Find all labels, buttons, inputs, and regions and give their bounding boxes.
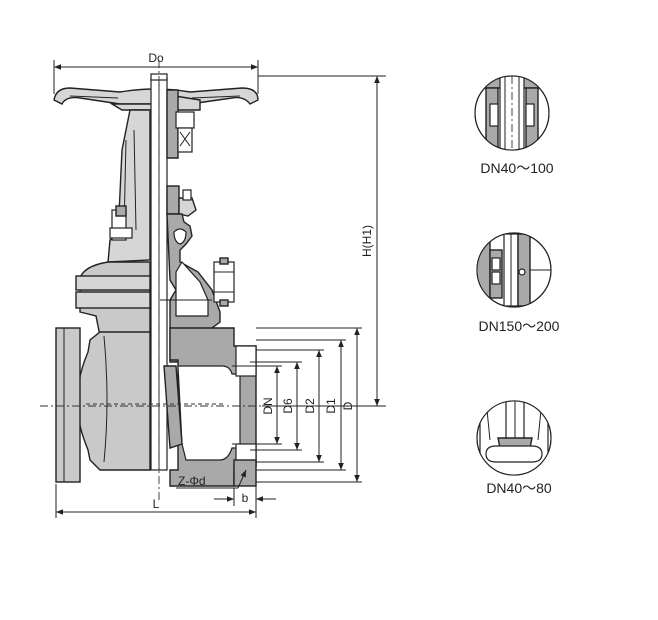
- valve-main-view: [40, 60, 266, 500]
- detail-caption-1: DN40～100: [480, 160, 553, 176]
- valve-body-exterior: [55, 327, 151, 483]
- yoke: [107, 109, 151, 263]
- dim-dn-label: DN: [261, 397, 275, 414]
- dim-h-label: H(H1): [360, 225, 374, 257]
- detail-dn40-80: [476, 400, 552, 476]
- dim-d2-label: D2: [303, 398, 317, 414]
- dim-zphid-label: Z-Φd: [178, 474, 206, 488]
- dim-d6-label: D6: [281, 398, 295, 414]
- dim-do-label: Do: [148, 51, 164, 65]
- detail-dn150-200: [476, 232, 552, 308]
- stem-nut: [166, 89, 197, 217]
- detail-dn40-100: [474, 75, 550, 151]
- bonnet-exterior: [75, 261, 212, 337]
- dim-d-label: D: [341, 401, 355, 410]
- detail-caption-2: DN150～200: [479, 318, 560, 334]
- dim-l-label: L: [153, 497, 160, 511]
- dimension-lines: [53, 60, 386, 518]
- detail-caption-3: DN40～80: [486, 480, 552, 496]
- bonnet-section: [166, 213, 235, 363]
- valve-body-section: [163, 327, 257, 487]
- dim-b-label: b: [242, 491, 249, 505]
- dim-d1-label: D1: [324, 398, 338, 414]
